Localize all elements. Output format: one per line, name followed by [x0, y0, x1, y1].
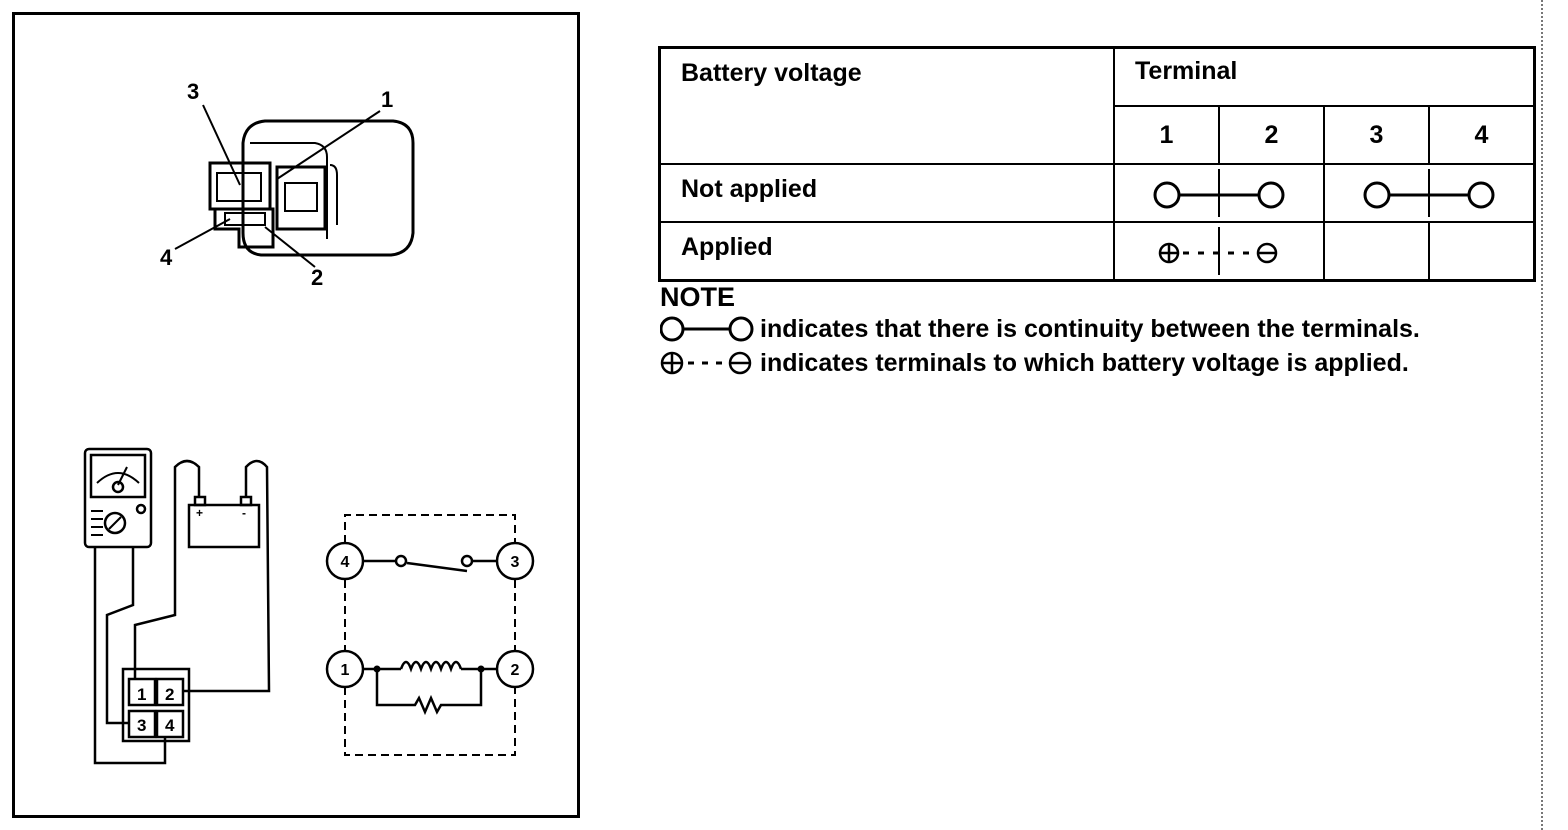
header-terminal: Terminal: [1113, 46, 1536, 108]
battery-voltage-icon: [660, 351, 752, 375]
relay-slot-lower: [224, 212, 266, 226]
continuity-icon: [1363, 169, 1495, 217]
relay-side-detail: [329, 164, 338, 225]
row-not-applied-label: Not applied: [658, 163, 1115, 223]
terminal-number: 4: [1427, 105, 1536, 165]
coil-winding: [399, 660, 463, 673]
continuity-icon: [1153, 169, 1285, 217]
wire-battery-to-pin2: [183, 459, 271, 693]
relay-socket-lower: [213, 207, 275, 249]
wire-meter-to-pin3: [105, 547, 135, 725]
battery-sign-label: +: [196, 506, 203, 520]
continuity-symbol-terminals-3-4: [1323, 163, 1536, 223]
voltage-symbol-terminals-1-2: [1113, 221, 1325, 282]
relay-slot-right: [284, 182, 318, 212]
page-edge-line: [1541, 0, 1543, 830]
pin-cell-4: [155, 709, 185, 739]
battery-voltage-icon: [1158, 227, 1278, 275]
relay-circuit-schematic: [325, 514, 535, 756]
note-voltage-line: indicates terminals to which battery vol…: [660, 346, 1510, 380]
terminal-number: 1: [1113, 105, 1220, 165]
multimeter-pivot: [111, 480, 125, 494]
empty-cell: [1323, 221, 1430, 282]
resistor-branch: [375, 669, 483, 716]
multimeter-display: [89, 453, 147, 499]
note-voltage-text: indicates terminals to which battery vol…: [760, 349, 1409, 377]
note-continuity-text: indicates that there is continuity betwe…: [760, 315, 1420, 343]
pin-cell-1: [127, 677, 157, 707]
multimeter-body: [83, 447, 153, 549]
connector-pin-label: 4: [160, 245, 173, 270]
pin-block-outline: [121, 667, 191, 743]
relay-connector-drawing: [174, 104, 415, 268]
multimeter-dial-icon: [103, 511, 127, 535]
terminal-number: 3: [1323, 105, 1430, 165]
figure-frame: 3 1 4 2: [12, 12, 580, 818]
wire-battery-to-pin1: [133, 459, 201, 679]
battery-post-negative: [239, 495, 253, 507]
empty-cell: [1427, 221, 1536, 282]
multimeter-scale: [96, 472, 140, 484]
schematic-case-top: [344, 514, 516, 543]
relay-illustrations: 3 1 4 2: [83, 79, 535, 765]
continuity-icon: [660, 316, 754, 342]
multimeter-dial-mark: [108, 516, 122, 530]
relay-body: [241, 119, 415, 257]
leader-line-4: [174, 218, 231, 250]
continuity-table: Battery voltage Terminal 1 2 3 4 Not app…: [658, 46, 1536, 282]
test-setup-drawing: [83, 447, 271, 765]
battery-post-positive: [193, 495, 207, 507]
switch-blade: [406, 561, 468, 573]
relay-socket-right: [275, 165, 327, 231]
note-block: NOTE indicates that there is continuity …: [660, 282, 1510, 380]
row-applied-label: Applied: [658, 221, 1115, 282]
connector-pin-label: 1: [381, 87, 393, 112]
coil-junction-left: [373, 665, 381, 673]
pin-number-label: 3: [137, 716, 146, 735]
leader-line-1: [276, 110, 381, 180]
wire-meter-to-pin4: [93, 547, 167, 765]
battery-sign-label: -: [242, 506, 246, 520]
relay-slot-upper: [216, 172, 262, 202]
leader-line-3: [202, 104, 241, 186]
coil-junction-right: [477, 665, 485, 673]
note-continuity-line: indicates that there is continuity betwe…: [660, 312, 1510, 346]
relay-terminal-label: 2: [511, 662, 520, 679]
pin-number-label: 4: [165, 716, 175, 735]
header-battery-voltage: Battery voltage: [658, 46, 1115, 165]
relay-terminal-label: 1: [341, 662, 350, 679]
switch-contact-right: [460, 554, 474, 568]
continuity-symbol-terminals-1-2: [1113, 163, 1325, 223]
schematic-case-bottom: [344, 687, 516, 756]
pin-number-label: 2: [165, 685, 174, 704]
connector-pin-label: 2: [311, 265, 323, 290]
relay-terminal-label: 4: [341, 554, 350, 571]
terminal-number: 2: [1218, 105, 1325, 165]
relay-terminal-label: 3: [511, 554, 520, 571]
multimeter-port: [135, 503, 147, 515]
switch-contact-left: [394, 554, 408, 568]
note-title: NOTE: [660, 282, 736, 312]
battery-body: [187, 503, 261, 549]
connector-pin-label: 3: [187, 79, 199, 104]
pin-number-label: 1: [137, 685, 146, 704]
leader-line-2: [264, 226, 316, 268]
